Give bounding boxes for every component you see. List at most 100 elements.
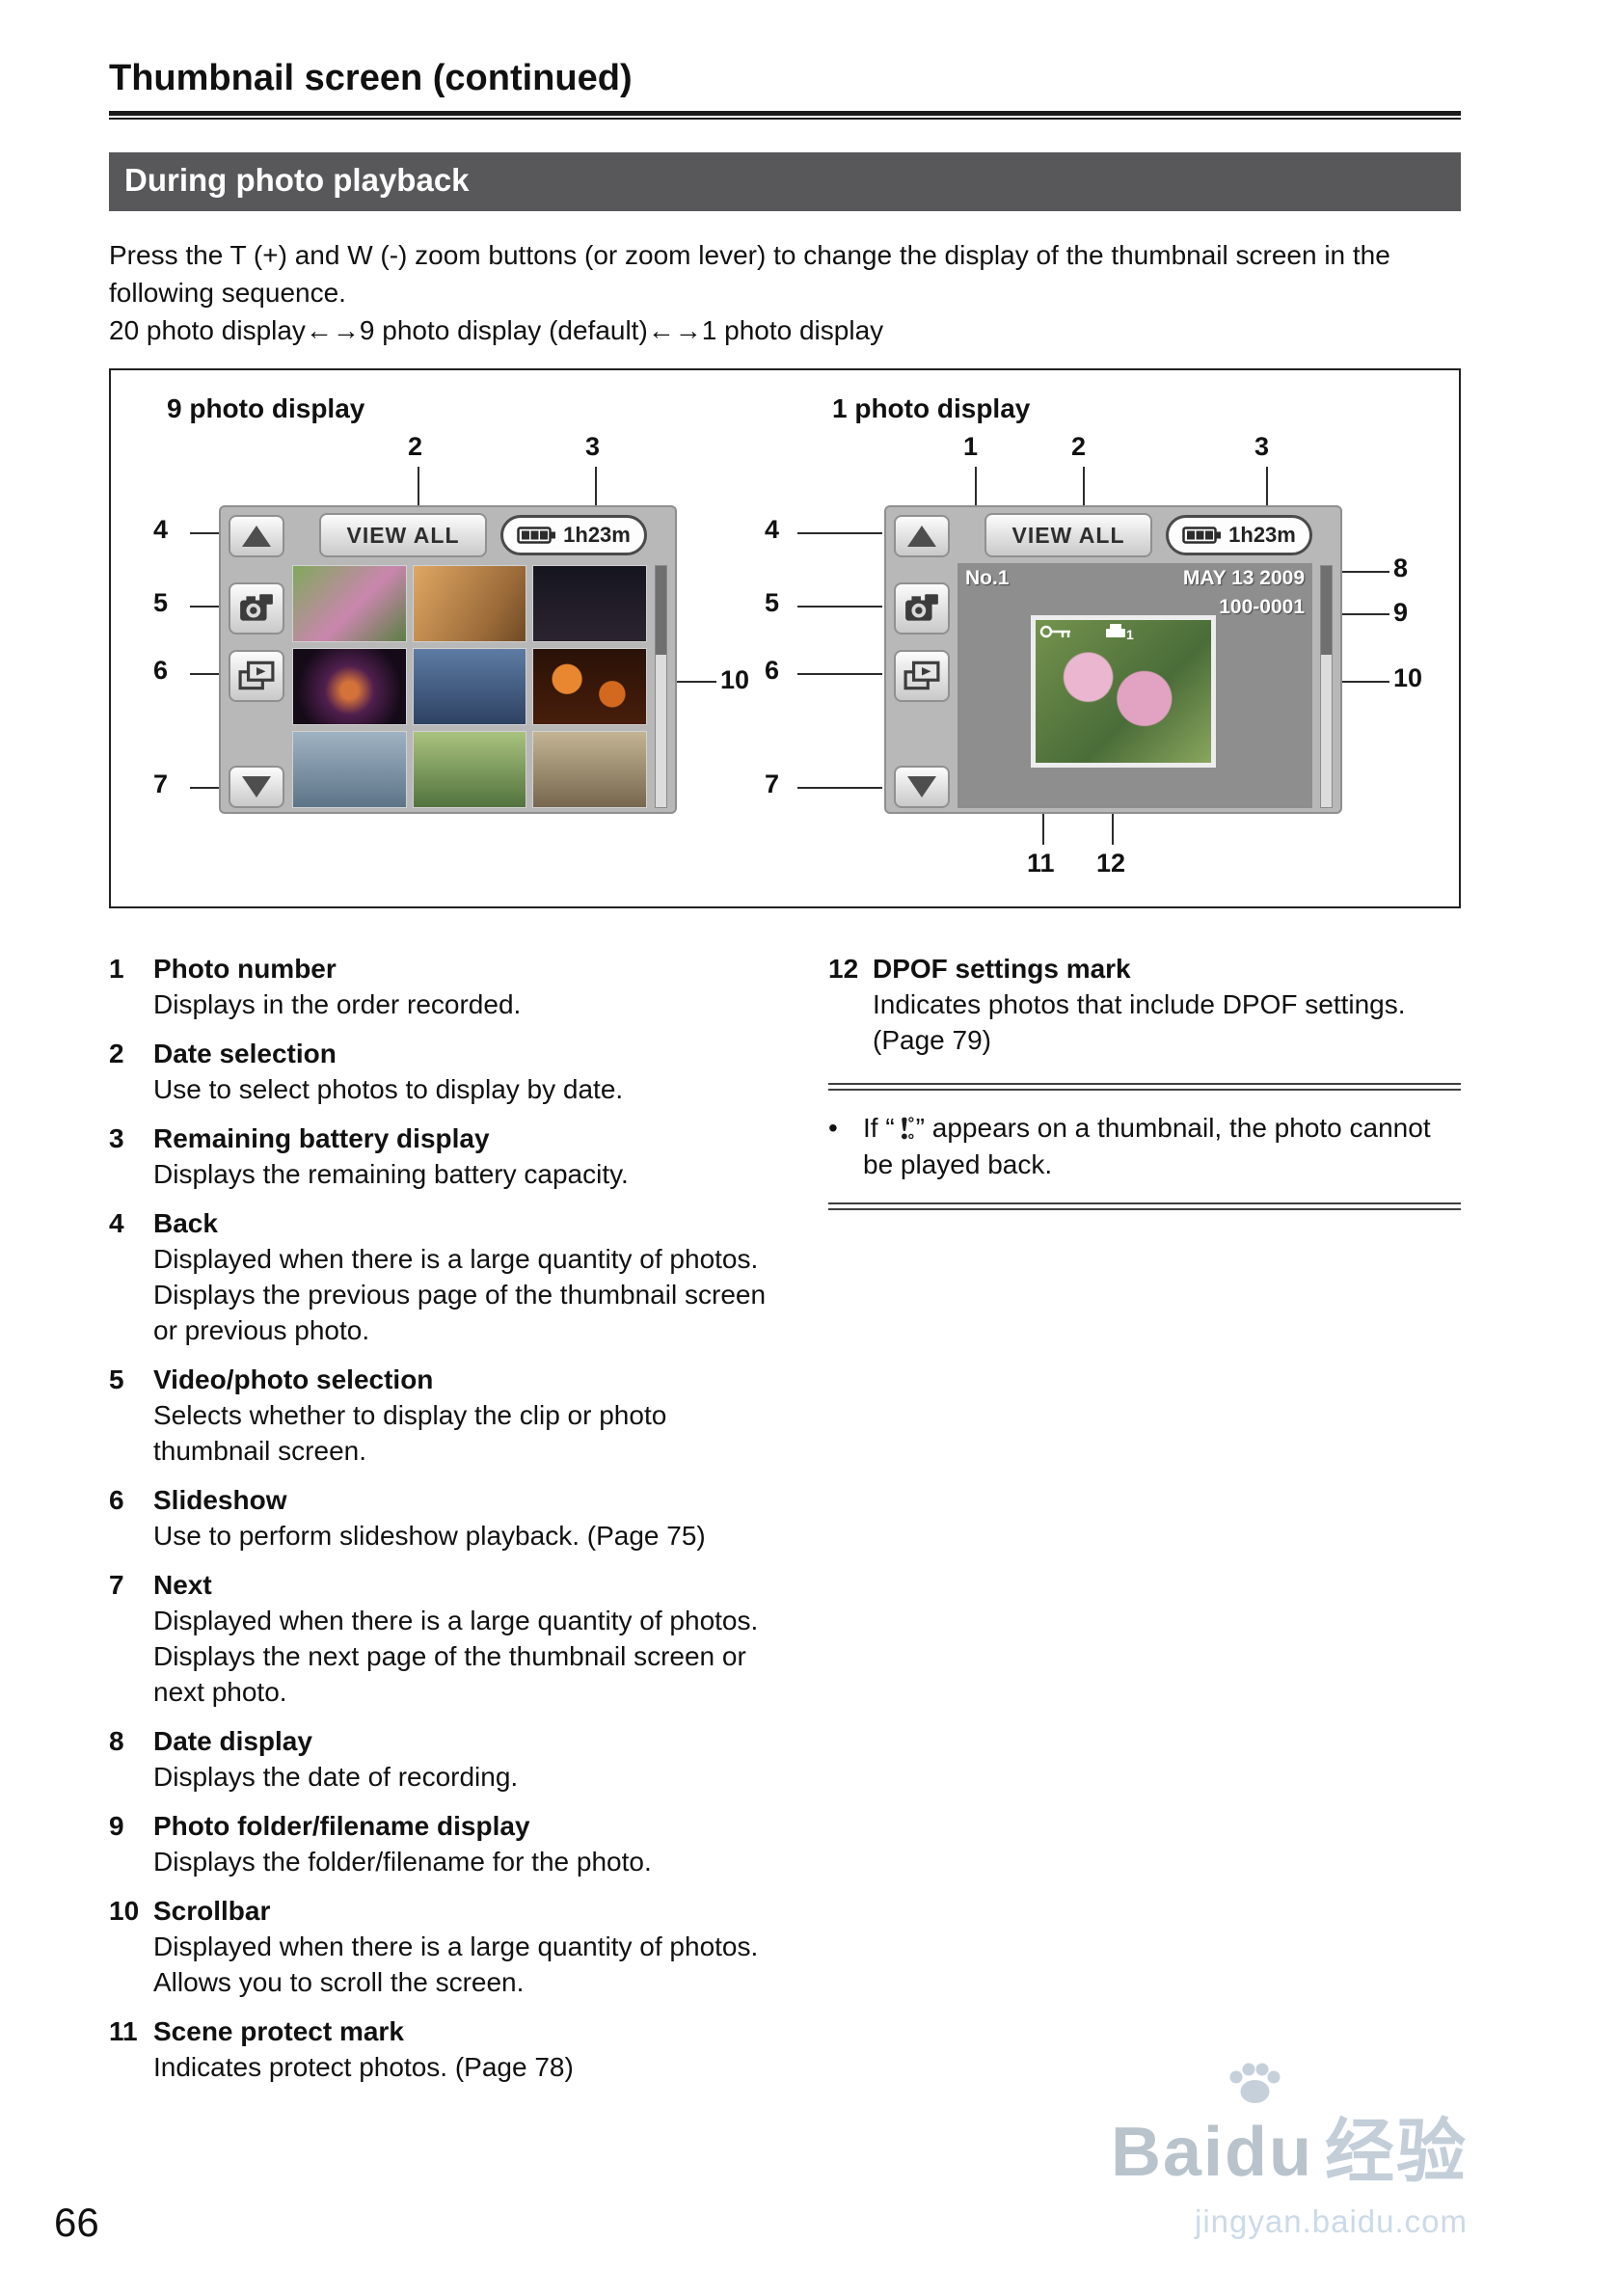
item-description: Displays in the order recorded.	[153, 989, 522, 1019]
unplayable-icon	[901, 1117, 914, 1140]
callout-7: 7	[153, 770, 169, 798]
photo-thumbnail	[292, 731, 407, 808]
item-title: Photo folder/filename display	[153, 1811, 530, 1841]
thumbnail-grid	[292, 565, 647, 808]
item-number: 3	[109, 1123, 124, 1153]
diagram-title-9-photo: 9 photo display	[167, 393, 365, 423]
callout-2: 2	[408, 432, 423, 461]
item-description: Indicates protect photos. (Page 78)	[153, 2052, 574, 2082]
scene-protect-mark-icon	[1039, 625, 1070, 638]
item-description: Displayed when there is a large quantity…	[153, 1931, 759, 1997]
watermark-brand-row: Baidu 经验	[1111, 2063, 1468, 2196]
dpof-mark-icon: 1	[1106, 624, 1134, 641]
item-title: Photo number	[153, 954, 337, 984]
item-description: Displays the folder/filename for the pho…	[153, 1847, 652, 1877]
battery-time-label: 1h23m	[1228, 523, 1296, 547]
callout-5: 5	[153, 588, 169, 617]
item-number: 7	[109, 1570, 124, 1600]
photo-number-label: No.1	[965, 567, 1010, 589]
leader-line	[797, 532, 882, 534]
view-all-button: VIEW ALL	[984, 513, 1152, 557]
note-text: If “” appears on a thumbnail, the photo …	[863, 1110, 1461, 1183]
single-photo-area: No.1 MAY 13 2009 100-0001	[957, 563, 1312, 808]
callout-11: 11	[1027, 849, 1055, 878]
callout-2: 2	[1071, 432, 1087, 461]
leader-line	[797, 673, 882, 675]
photo-thumbnail	[532, 648, 647, 725]
item-number: 12	[828, 954, 859, 984]
callout-5: 5	[765, 588, 780, 617]
video-photo-selection-button	[894, 582, 950, 635]
item-title: Video/photo selection	[153, 1364, 434, 1394]
item-description: Displays the remaining battery capacity.	[153, 1159, 629, 1189]
note-bottom-rule	[828, 1202, 1461, 1210]
item-description: Displays the date of recording.	[153, 1762, 519, 1792]
baidu-watermark: Baidu 经验 jingyan.baidu.com	[1111, 2063, 1468, 2240]
item-number: 8	[109, 1726, 124, 1756]
item-number: 9	[109, 1811, 124, 1841]
callout-3: 3	[585, 432, 601, 461]
callout-4: 4	[153, 515, 169, 544]
leader-line	[1334, 681, 1389, 683]
folder-filename-label: 100-0001	[1219, 596, 1305, 618]
next-button	[229, 766, 284, 808]
item-title: Back	[153, 1208, 218, 1238]
leader-line	[1083, 467, 1085, 509]
watermark-url: jingyan.baidu.com	[1195, 2203, 1468, 2239]
item-title: Date selection	[153, 1039, 337, 1068]
photo-preview: 1	[1031, 615, 1216, 768]
next-button	[894, 766, 950, 808]
photo-thumbnail	[412, 648, 527, 725]
camera-icon	[240, 594, 273, 621]
scrollbar	[655, 565, 667, 808]
callout-1: 1	[963, 432, 979, 461]
battery-icon	[517, 527, 556, 544]
callout-8: 8	[1393, 554, 1409, 582]
leader-line	[797, 787, 882, 789]
item-number: 5	[109, 1364, 124, 1394]
battery-indicator: 1h23m	[500, 515, 647, 555]
note-text-prefix: If “	[863, 1113, 895, 1143]
video-photo-selection-button	[229, 582, 284, 635]
leader-line	[190, 673, 219, 675]
item-title: Scene protect mark	[153, 2016, 404, 2046]
item-number: 11	[109, 2016, 138, 2046]
photo-thumbnail	[532, 731, 647, 808]
photo-thumbnail	[292, 648, 407, 725]
note-bullet: •	[828, 1113, 838, 1143]
up-arrow-icon	[242, 526, 271, 547]
battery-time-label: 1h23m	[563, 523, 631, 547]
note-top-rule	[828, 1083, 1461, 1091]
callout-4: 4	[765, 515, 780, 544]
photo-thumbnail	[412, 565, 527, 642]
battery-icon	[1182, 527, 1222, 544]
diagram-box: 9 photo display 1 photo display 2 3 4 5 …	[109, 368, 1461, 908]
callout-6: 6	[765, 656, 780, 685]
leader-line	[1308, 571, 1389, 573]
svg-text:1: 1	[1126, 627, 1134, 641]
item-description: Use to select photos to display by date.	[153, 1074, 624, 1104]
item-title: Scrollbar	[153, 1896, 271, 1926]
photo-thumbnail	[412, 731, 527, 808]
callout-7: 7	[765, 770, 780, 798]
callout-6: 6	[153, 656, 169, 685]
leader-line	[595, 467, 597, 511]
watermark-brand-cn: 经验	[1324, 2114, 1468, 2191]
camera-icon	[905, 594, 938, 621]
slideshow-button	[894, 650, 950, 702]
item-description: Displayed when there is a large quantity…	[153, 1606, 759, 1707]
date-display-label: MAY 13 2009	[1182, 567, 1305, 589]
list-item: 9 Photo folder/filename display Displays …	[109, 1808, 774, 1879]
